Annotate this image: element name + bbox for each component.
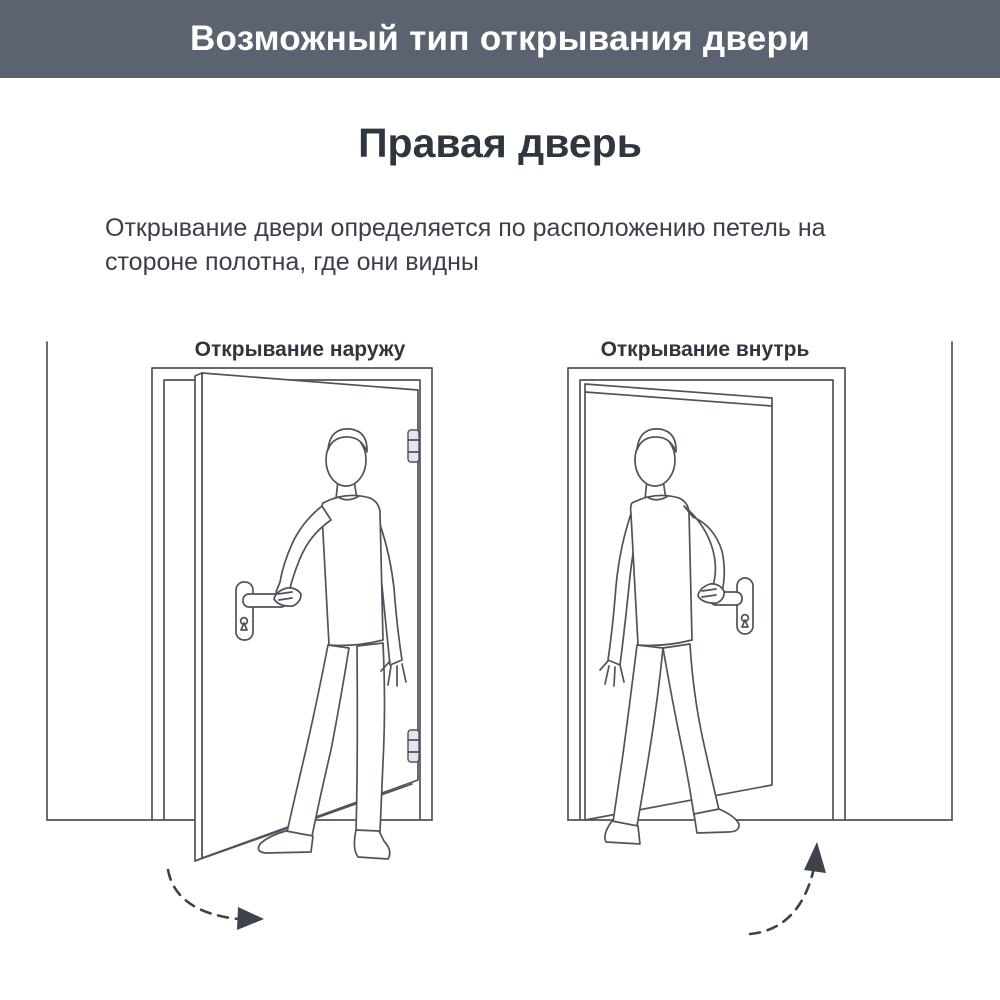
banner-title: Возможный тип открывания двери [189, 19, 811, 58]
description-text: Открывание двери определяется по располо… [105, 214, 826, 276]
page-title: Правая дверь [358, 120, 642, 166]
header-banner: Возможный тип открывания двери [0, 0, 1000, 78]
figure-door-outward [46, 341, 433, 930]
door-handle-icon [709, 577, 754, 635]
keyhole-icon [240, 622, 248, 631]
person-figure [599, 428, 740, 845]
keyhole-icon [741, 619, 749, 628]
hinge-icon [407, 429, 420, 463]
figure-label-inward: Открывание внутрь [600, 338, 810, 361]
hinge-icon [407, 729, 420, 763]
figure-label-outward: Открывание наружу [194, 338, 406, 361]
wall [46, 341, 153, 821]
figure-door-inward [567, 341, 953, 936]
swing-direction-arrow [748, 842, 826, 936]
wall [844, 341, 953, 821]
swing-direction-arrow [166, 868, 264, 930]
person-figure [257, 428, 407, 860]
